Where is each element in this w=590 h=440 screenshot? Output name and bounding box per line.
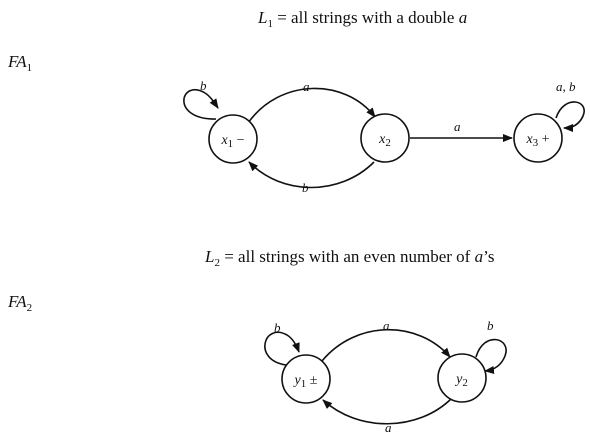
x2-to-x3-label: a (454, 119, 461, 134)
y1-to-y2-edge (321, 329, 451, 362)
state-x1-label: x1 − (220, 133, 244, 150)
x3-loop-label: a, b (556, 79, 576, 94)
y2-loop-edge (475, 338, 507, 374)
state-y1-label: y1 ± (293, 373, 318, 390)
y1-loop-edge (264, 331, 300, 366)
x1-loop-edge (183, 89, 219, 120)
state-x2-label: x2 (378, 132, 391, 149)
state-x3-circle (513, 113, 563, 163)
y1-to-y2-label: a (383, 318, 390, 333)
state-y2-circle (437, 353, 487, 403)
fa2-label: FA2 (7, 292, 32, 314)
state-y2-label: y2 (454, 372, 468, 389)
y2-to-y1-edge (322, 397, 453, 425)
x1-to-x2-label: a (303, 79, 310, 94)
x1-to-x2-edge (247, 87, 376, 124)
x1-loop-label: b (200, 78, 207, 93)
fa2-heading: L2 = all strings with an even number of … (204, 247, 494, 269)
state-x3-label: x3 + (525, 132, 549, 149)
fa1-heading: L1 = all strings with a double a (257, 8, 467, 30)
y2-to-y1-label: a (385, 420, 392, 435)
y2-loop-label: b (487, 318, 494, 333)
x2-to-x1-edge (248, 161, 375, 189)
x2-to-x1-label: b (302, 180, 309, 195)
x3-loop-edge (555, 101, 585, 132)
state-x2-circle (360, 113, 410, 163)
y1-loop-label: b (274, 320, 281, 335)
fa1-label: FA1 (7, 52, 32, 74)
state-x1-circle (208, 114, 258, 164)
state-y1-circle (281, 354, 331, 404)
